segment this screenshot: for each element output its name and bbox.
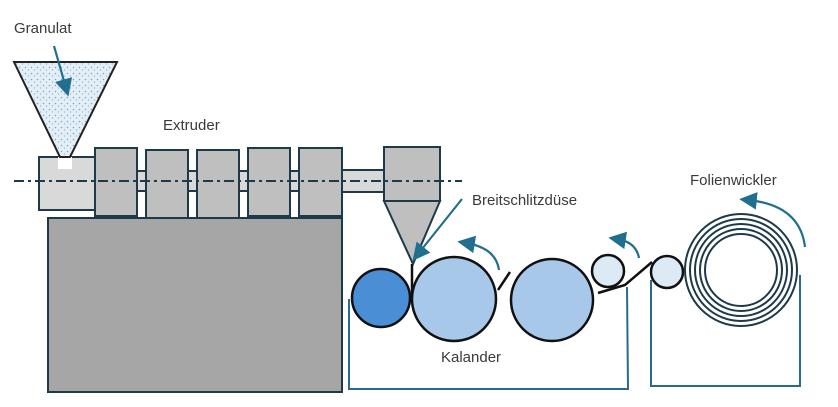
rotation-arrow-guide bbox=[608, 231, 641, 259]
film-web bbox=[496, 261, 653, 295]
die-head bbox=[383, 146, 441, 202]
guide-roll-1 bbox=[590, 253, 626, 289]
label-kalander: Kalander bbox=[441, 349, 501, 366]
heater-zone-3 bbox=[196, 149, 240, 219]
hopper bbox=[12, 61, 119, 158]
calender-frame bbox=[348, 286, 630, 390]
winder-frame bbox=[650, 275, 801, 387]
rotation-arrow-calender bbox=[457, 235, 501, 271]
label-folienwickler: Folienwickler bbox=[690, 172, 777, 189]
granulat-arrow bbox=[52, 45, 73, 97]
label-granulat: Granulat bbox=[14, 20, 72, 37]
chill-roll-small bbox=[350, 267, 412, 329]
machine-base bbox=[47, 217, 343, 393]
die-arrow bbox=[412, 198, 463, 261]
feed-opening bbox=[58, 157, 72, 169]
calender-roll-1 bbox=[410, 255, 498, 343]
heater-zone-2 bbox=[145, 149, 189, 219]
label-extruder: Extruder bbox=[163, 117, 220, 134]
film-winder-roll bbox=[684, 213, 798, 327]
guide-roll-2 bbox=[649, 254, 685, 290]
extruder-barrel bbox=[94, 147, 343, 219]
label-breitschlitzduese: Breitschlitzdüse bbox=[472, 192, 577, 209]
calender-roll-2 bbox=[509, 257, 595, 343]
rotation-arrow-winder bbox=[739, 192, 807, 248]
die-nozzle bbox=[382, 200, 442, 267]
